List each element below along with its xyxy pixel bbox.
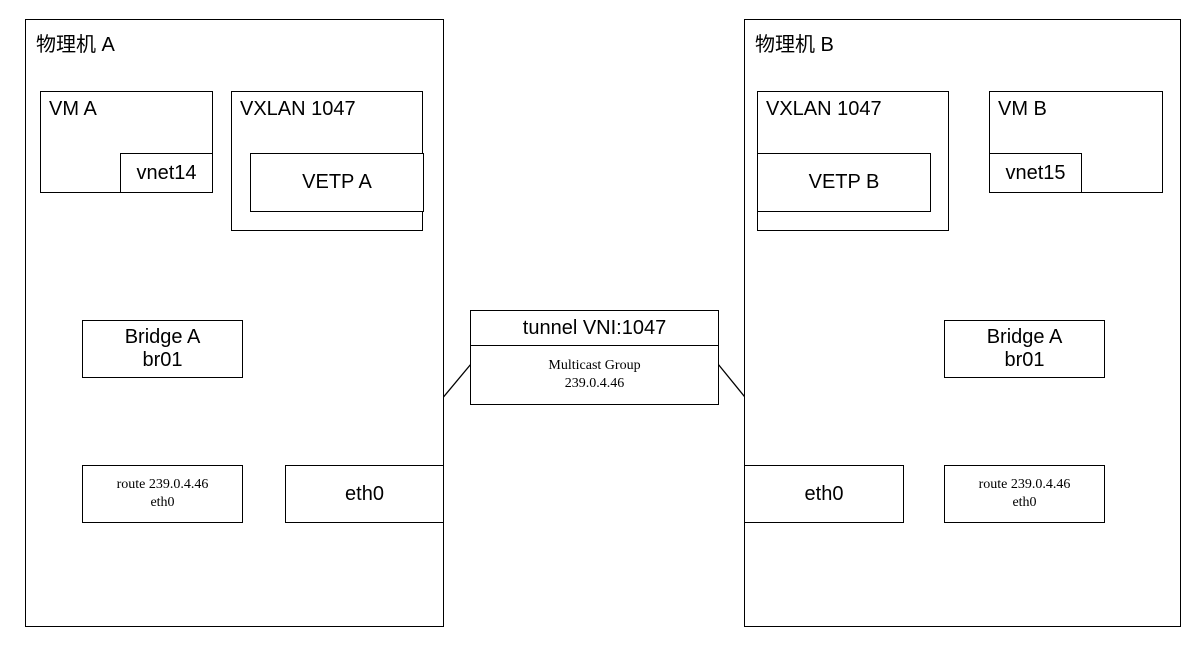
eth0-a-box: eth0 [285, 465, 444, 523]
route-b-interface: eth0 [1012, 495, 1037, 510]
eth0-a-label: eth0 [345, 482, 384, 505]
tunnel-box: tunnel VNI:1047 Multicast Group 239.0.4.… [470, 310, 719, 405]
bridge-a-device: br01 [142, 349, 183, 371]
vetp-b-box: VETP B [757, 153, 931, 212]
route-a-target: route 239.0.4.46 [116, 477, 209, 492]
vxlan-b-label: VXLAN 1047 [766, 98, 882, 120]
route-b-target: route 239.0.4.46 [978, 477, 1071, 492]
vnet15-box: vnet15 [989, 153, 1082, 193]
vetp-a-box: VETP A [250, 153, 424, 212]
eth0-b-box: eth0 [744, 465, 904, 523]
bridge-a-name: Bridge A [124, 326, 201, 348]
tunnel-header: tunnel VNI:1047 [471, 311, 718, 346]
multicast-group-label: Multicast Group [548, 358, 641, 373]
vm-a-label: VM A [49, 98, 97, 120]
route-b-box: route 239.0.4.46 eth0 [944, 465, 1105, 523]
tunnel-body: Multicast Group 239.0.4.46 [471, 346, 718, 404]
bridge-b-box: Bridge A br01 [944, 320, 1105, 378]
bridge-a-box: Bridge A br01 [82, 320, 243, 378]
vxlan-a-label: VXLAN 1047 [240, 98, 356, 120]
route-a-interface: eth0 [150, 495, 175, 510]
host-a-title: 物理机 A [36, 34, 115, 56]
host-b-title: 物理机 B [755, 34, 834, 56]
vetp-b-label: VETP B [808, 171, 880, 193]
route-a-box: route 239.0.4.46 eth0 [82, 465, 243, 523]
bridge-b-device: br01 [1004, 349, 1045, 371]
vnet15-label: vnet15 [1005, 161, 1066, 184]
vnet14-label: vnet14 [136, 161, 197, 184]
tunnel-title: tunnel VNI:1047 [522, 316, 667, 339]
vm-b-label: VM B [998, 98, 1047, 120]
eth0-b-label: eth0 [804, 482, 844, 505]
bridge-b-name: Bridge A [986, 326, 1063, 348]
vnet14-box: vnet14 [120, 153, 213, 193]
vetp-a-label: VETP A [302, 171, 372, 193]
multicast-group-address: 239.0.4.46 [564, 376, 625, 391]
